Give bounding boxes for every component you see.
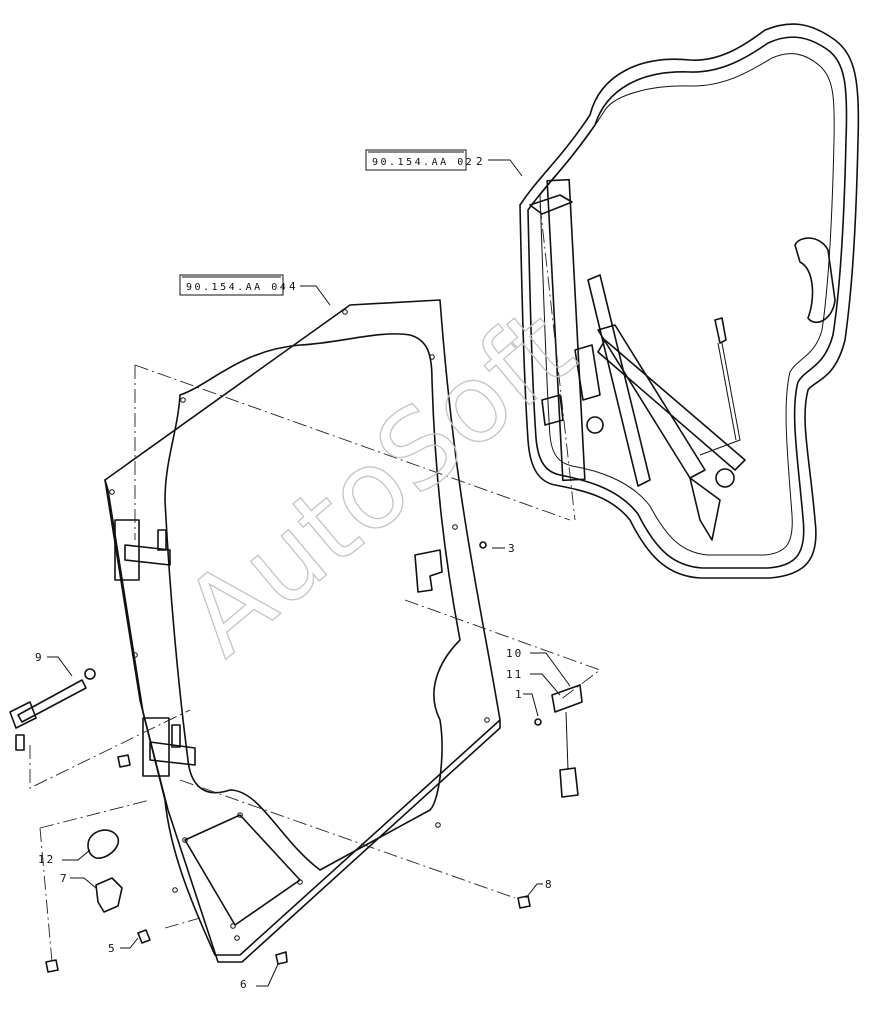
door-reference-box: 90.154.AA 04 <box>179 274 288 296</box>
callout-3: 3 <box>508 542 517 555</box>
gas-strut <box>9 668 96 751</box>
door-reference-text: 90.154.AA 04 <box>186 282 288 293</box>
callout-9: 9 <box>35 651 44 664</box>
small-fasteners <box>45 541 542 973</box>
callout-10: 10 <box>506 647 523 660</box>
assembly-lines <box>29 204 601 963</box>
pull-ring <box>87 829 120 859</box>
callout-2: 2 <box>476 155 485 168</box>
door-frame-assembly <box>519 23 860 579</box>
callout-12: 12 <box>38 853 55 866</box>
callout-6: 6 <box>240 978 249 991</box>
frame-reference-text: 90.154.AA 02 <box>372 157 474 168</box>
watermark: AutoSoft <box>161 286 597 680</box>
callout-1: 1 <box>515 688 524 701</box>
door-stop-part <box>551 684 583 798</box>
callout-7: 7 <box>60 872 69 885</box>
callout-4: 4 <box>289 280 298 293</box>
latch-clip <box>95 877 123 913</box>
callout-5: 5 <box>108 942 117 955</box>
mounting-holes <box>109 309 490 941</box>
callout-11: 11 <box>506 668 523 681</box>
callout-8: 8 <box>545 878 554 891</box>
frame-reference-box: 90.154.AA 02 <box>365 149 474 171</box>
callouts: 2 4 3 9 10 11 1 12 7 8 5 6 <box>35 155 571 991</box>
door-panel <box>104 299 501 963</box>
